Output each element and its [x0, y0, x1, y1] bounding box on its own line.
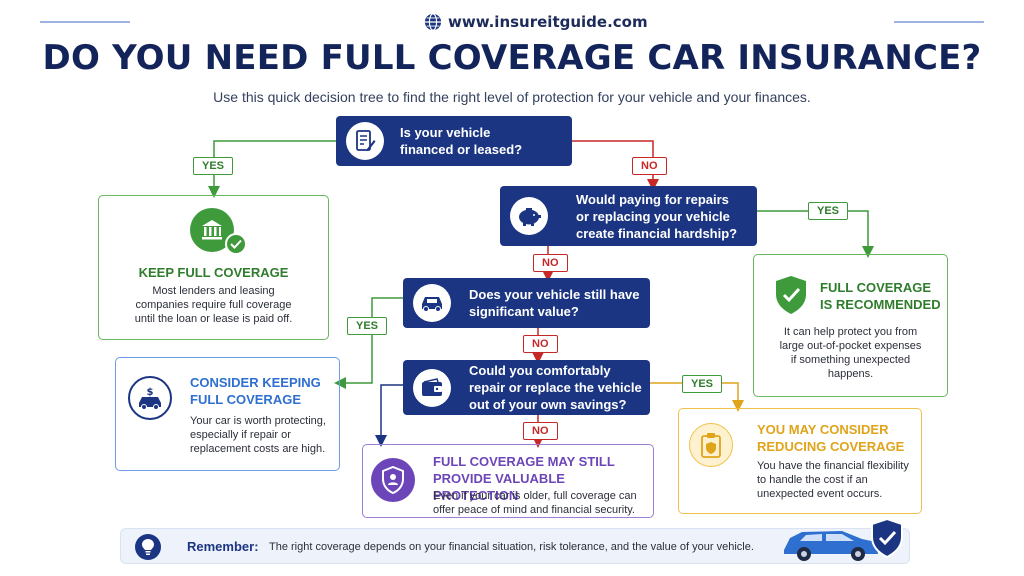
document-icon	[346, 122, 384, 160]
site-link[interactable]: www.insureitguide.com	[424, 10, 648, 34]
label-yes-hardship: YES	[808, 202, 849, 220]
wallet-icon	[413, 368, 451, 407]
result-keep-full-coverage: KEEP FULL COVERAGE Most lenders and leas…	[98, 195, 329, 340]
question-financed: Is your vehicle financed or leased?	[336, 116, 572, 166]
label-yes-savings: YES	[682, 375, 723, 393]
question-savings: Could you comfortably repair or replace …	[403, 360, 650, 415]
shield-check-icon	[871, 518, 903, 558]
lightbulb-icon	[135, 534, 161, 560]
label-no-value: NO	[523, 335, 558, 353]
result-description: You have the financial flexibility to ha…	[757, 460, 909, 500]
header-divider-right	[894, 21, 984, 23]
header-divider-left	[40, 21, 130, 23]
site-header: www.insureitguide.com	[0, 10, 1024, 34]
label-no-hardship: NO	[533, 254, 568, 272]
question-text: Would paying for repairs or replacing yo…	[576, 191, 738, 241]
site-url: www.insureitguide.com	[448, 13, 648, 31]
question-hardship: Would paying for repairs or replacing yo…	[500, 186, 757, 246]
label-yes-financed: YES	[193, 157, 234, 175]
label-no-savings: NO	[523, 422, 558, 440]
globe-icon	[424, 13, 442, 31]
remember-text: The right coverage depends on your finan…	[269, 541, 754, 553]
car-icon	[784, 531, 878, 561]
svg-text:$: $	[147, 387, 154, 398]
car-icon	[413, 284, 451, 322]
result-title: KEEP FULL COVERAGE	[138, 265, 289, 280]
result-full-coverage-recommended: FULL COVERAGE IS RECOMMENDED It can help…	[753, 254, 948, 397]
shield-check-icon	[774, 275, 808, 315]
result-description: Your car is worth protecting, especially…	[190, 415, 326, 455]
label-yes-value: YES	[347, 317, 388, 335]
question-value: Does your vehicle still have significant…	[403, 278, 650, 328]
result-title: CONSIDER KEEPING FULL COVERAGE	[190, 375, 321, 407]
clipboard-shield-icon	[689, 423, 733, 467]
question-text: Could you comfortably repair or replace …	[469, 363, 642, 412]
page-subtitle: Use this quick decision tree to find the…	[213, 89, 811, 105]
car-dollar-icon: $	[128, 376, 172, 420]
result-title: FULL COVERAGE IS RECOMMENDED	[820, 280, 941, 312]
piggy-bank-icon	[510, 197, 548, 235]
label-no-financed: NO	[632, 157, 667, 175]
result-consider-reducing: YOU MAY CONSIDER REDUCING COVERAGE You h…	[678, 408, 922, 514]
remember-label: Remember:	[187, 539, 259, 554]
result-title: FULL COVERAGE MAY STILL PROVIDE VALUABLE…	[433, 454, 615, 503]
check-icon	[225, 233, 247, 255]
result-description: Even if your car is older, full coverage…	[433, 490, 637, 516]
result-still-valuable: FULL COVERAGE MAY STILL PROVIDE VALUABLE…	[362, 444, 654, 518]
shield-user-icon	[371, 458, 415, 502]
car-shield-illustration	[780, 516, 910, 566]
result-description: Most lenders and leasing companies requi…	[134, 285, 293, 325]
question-text: Does your vehicle still have significant…	[469, 287, 640, 319]
result-title: YOU MAY CONSIDER REDUCING COVERAGE	[757, 422, 905, 454]
page-title: DO YOU NEED FULL COVERAGE CAR INSURANCE?	[42, 38, 982, 78]
result-consider-keeping: $ CONSIDER KEEPING FULL COVERAGE Your ca…	[115, 357, 340, 471]
question-text: Is your vehicle financed or leased?	[400, 125, 523, 157]
remember-banner: Remember: The right coverage depends on …	[120, 528, 910, 564]
result-description: It can help protect you from large out-o…	[779, 326, 922, 380]
